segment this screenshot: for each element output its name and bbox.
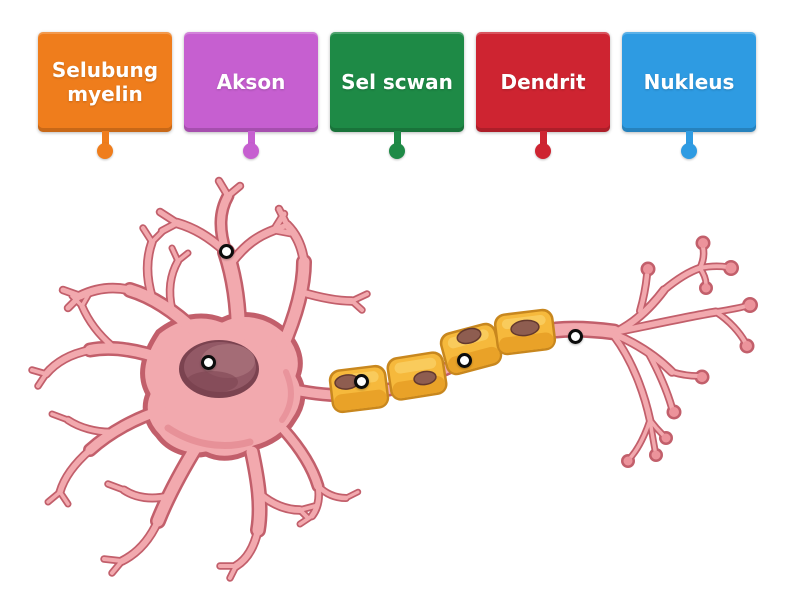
- marker-below-schwann-cell[interactable]: [456, 352, 472, 368]
- label-stem: [247, 131, 255, 144]
- label-card-selubung-myelin[interactable]: Selubung myelin: [38, 32, 172, 159]
- nucleus: [179, 340, 259, 398]
- label-dot: [389, 143, 405, 159]
- marker-on-axon-end[interactable]: [567, 328, 583, 344]
- label-text: Selubung myelin: [51, 58, 159, 106]
- schwann-nucleus: [413, 370, 437, 386]
- marker-on-cell-nucleus[interactable]: [200, 354, 216, 370]
- label-stem: [539, 131, 547, 144]
- marker-on-myelin-segment[interactable]: [353, 373, 369, 389]
- label-stem: [101, 131, 109, 144]
- label-text: Sel scwan: [341, 70, 453, 94]
- schwann-nucleus: [456, 327, 482, 345]
- label-text: Nukleus: [643, 70, 735, 94]
- label-card-nukleus[interactable]: Nukleus: [622, 32, 756, 159]
- label-stem: [393, 131, 401, 144]
- label-text: Dendrit: [500, 70, 586, 94]
- marker-on-dendrite-branch[interactable]: [218, 243, 234, 259]
- label-bank: Selubung myelin Akson Sel scwan Dendrit Nukl…: [38, 32, 756, 159]
- label-dot: [243, 143, 259, 159]
- label-dot: [97, 143, 113, 159]
- label-card-sel-scwan[interactable]: Sel scwan: [330, 32, 464, 159]
- label-card-dendrit[interactable]: Dendrit: [476, 32, 610, 159]
- label-dot: [535, 143, 551, 159]
- label-text: Akson: [216, 70, 286, 94]
- label-card-akson[interactable]: Akson: [184, 32, 318, 159]
- label-dot: [681, 143, 697, 159]
- label-stem: [685, 131, 693, 144]
- schwann-nucleus: [510, 319, 540, 337]
